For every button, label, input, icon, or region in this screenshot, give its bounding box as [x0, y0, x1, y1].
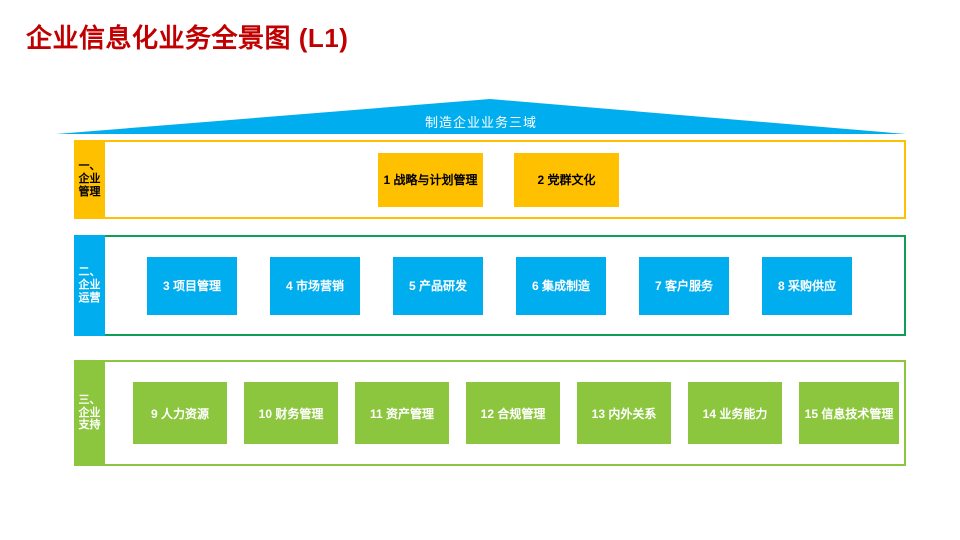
card-asset-management[interactable]: 11 资产管理	[355, 382, 449, 444]
card-it-management[interactable]: 15 信息技术管理	[799, 382, 899, 444]
card-marketing[interactable]: 4 市场营销	[270, 256, 360, 315]
card-party-culture[interactable]: 2 党群文化	[514, 152, 619, 207]
band-row-operation: 二、企业运营 3 项目管理 4 市场营销 5 产品研发 6 集成制造 7 客户服…	[74, 235, 906, 336]
card-procurement-supply[interactable]: 8 采购供应	[762, 256, 852, 315]
card-customer-service[interactable]: 7 客户服务	[639, 256, 729, 315]
roof-banner-label: 制造企业业务三域	[424, 115, 537, 130]
roof-triangle-icon	[56, 99, 906, 134]
card-integrated-manufacturing[interactable]: 6 集成制造	[516, 256, 606, 315]
card-human-resources[interactable]: 9 人力资源	[133, 382, 227, 444]
card-product-rnd[interactable]: 5 产品研发	[393, 256, 483, 315]
band-body-management: 1 战略与计划管理 2 党群文化	[105, 140, 906, 219]
band-row-support: 三、企业支持 9 人力资源 10 财务管理 11 资产管理 12 合规管理 13…	[74, 360, 906, 466]
band-body-support: 9 人力资源 10 财务管理 11 资产管理 12 合规管理 13 内外关系 1…	[105, 360, 906, 466]
band-tab-management[interactable]: 一、企业管理	[74, 140, 105, 219]
roof-banner: 制造企业业务三域	[56, 99, 906, 134]
band-tab-operation[interactable]: 二、企业运营	[74, 235, 105, 336]
card-strategy-planning[interactable]: 1 战略与计划管理	[378, 152, 483, 207]
card-project-management[interactable]: 3 项目管理	[147, 256, 237, 315]
card-internal-external-relations[interactable]: 13 内外关系	[577, 382, 671, 444]
card-group-operation: 3 项目管理 4 市场营销 5 产品研发 6 集成制造 7 客户服务 8 采购供…	[147, 256, 852, 315]
card-compliance-management[interactable]: 12 合规管理	[466, 382, 560, 444]
band-body-operation: 3 项目管理 4 市场营销 5 产品研发 6 集成制造 7 客户服务 8 采购供…	[105, 235, 906, 336]
card-finance-management[interactable]: 10 财务管理	[244, 382, 338, 444]
band-row-management: 一、企业管理 1 战略与计划管理 2 党群文化	[74, 140, 906, 219]
page-title: 企业信息化业务全景图 (L1)	[26, 23, 349, 53]
card-group-support: 9 人力资源 10 财务管理 11 资产管理 12 合规管理 13 内外关系 1…	[133, 382, 899, 444]
band-tab-support[interactable]: 三、企业支持	[74, 360, 105, 466]
card-group-management: 1 战略与计划管理 2 党群文化	[378, 152, 619, 207]
card-business-capability[interactable]: 14 业务能力	[688, 382, 782, 444]
